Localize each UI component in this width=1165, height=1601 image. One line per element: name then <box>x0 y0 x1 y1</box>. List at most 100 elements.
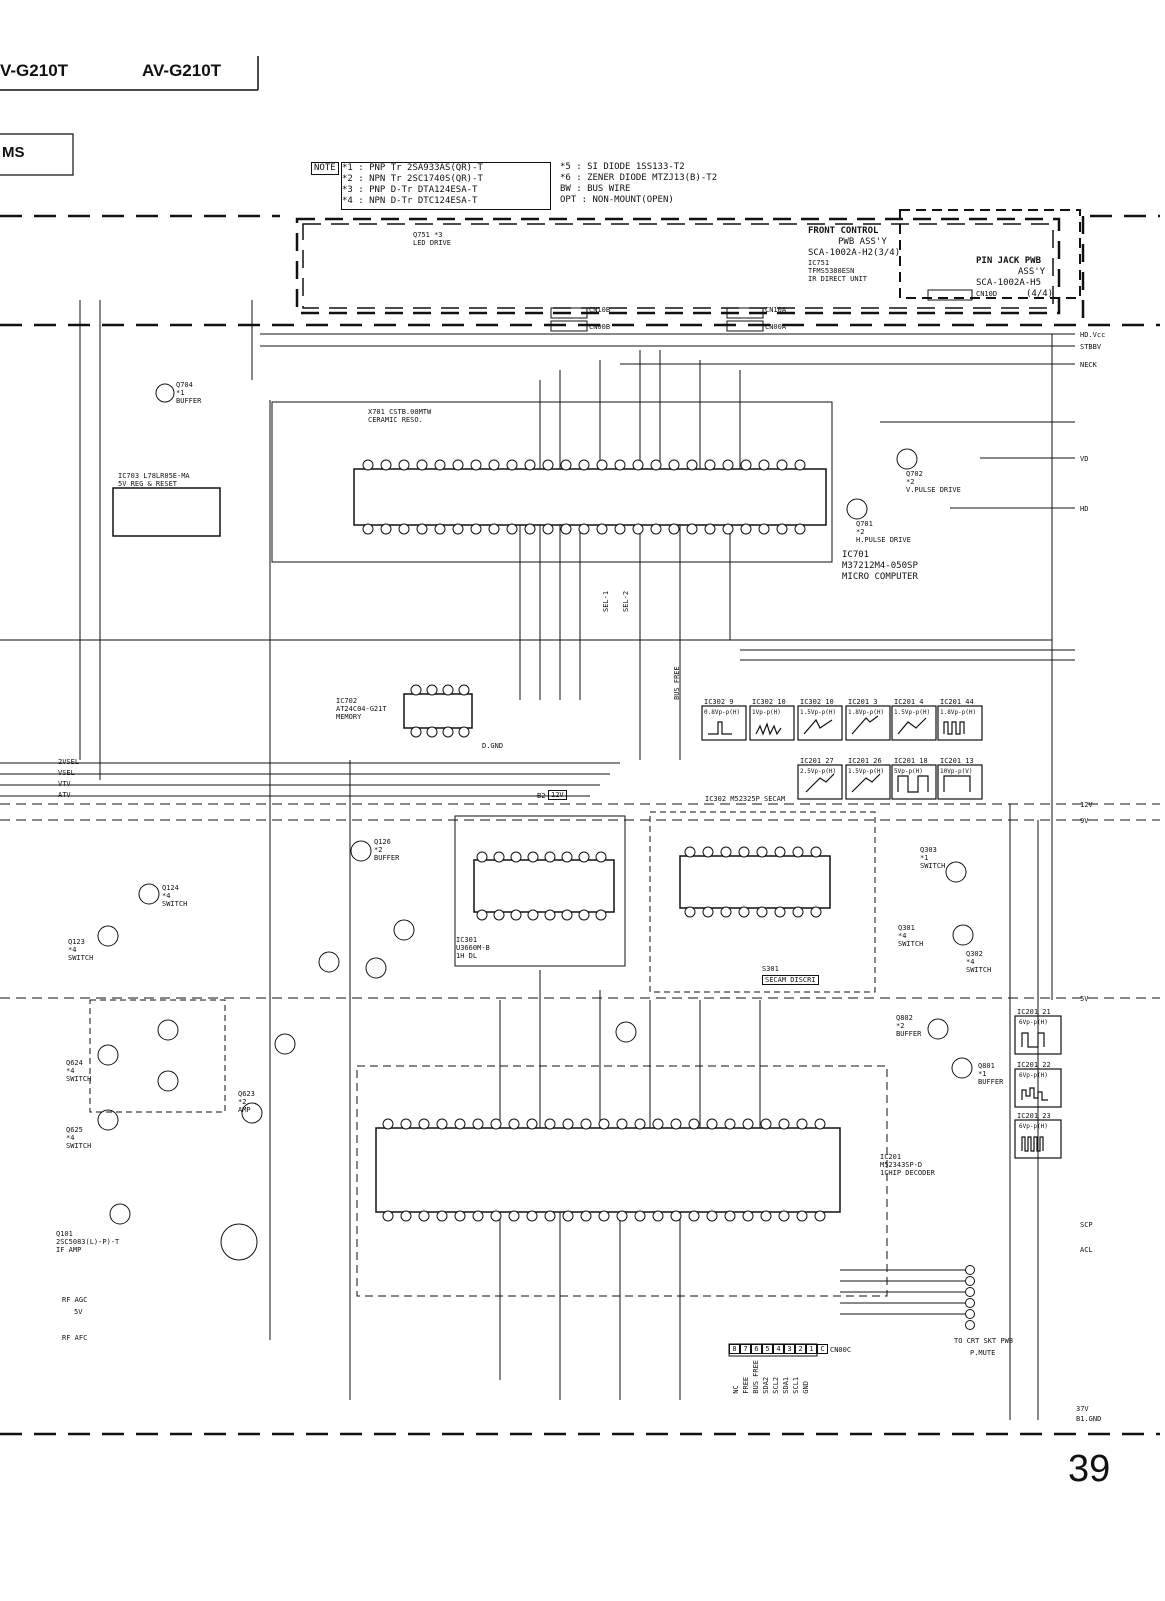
note-line: OPT : NON-MOUNT(OPEN) <box>560 195 674 205</box>
rail-9v: 9V <box>1080 817 1089 825</box>
waveform-vpp: 5Vp-p(H) <box>894 768 923 775</box>
waveform-label: IC201 27 <box>800 757 834 765</box>
waveform-label: IC302 10 <box>752 698 786 706</box>
x701-desc: CERAMIC RESO. <box>368 416 423 424</box>
note-line: *2 : NPN Tr 2SC1740S(QR)-T <box>342 174 483 184</box>
waveform-label: IC201 13 <box>940 757 974 765</box>
waveform-vpp: 10Vp-p(V) <box>940 768 973 775</box>
to-crt-label: TO CRT SKT PWB <box>954 1337 1014 1345</box>
waveform-label: IC201 3 <box>848 698 878 706</box>
sel1-label: SEL-1 <box>602 590 610 612</box>
pin-jack-label: PIN JACK PWB ASS'Y SCA-1002A-H5 (4/4) <box>976 256 1054 299</box>
model-title-right: AV-G210T <box>142 61 222 80</box>
waveform-vpp: 2.5Vp-p(H) <box>800 768 837 775</box>
x701-label: X701 CSTB.00MTW <box>368 408 432 416</box>
v12-label: 12V <box>548 790 567 800</box>
ic702-label: IC702 AT24C04-G21T MEMORY <box>336 697 387 721</box>
ic301-label: IC301 U3660M-B 1H DL <box>456 936 490 960</box>
ic701-label: IC701 M37212M4-050SP MICRO COMPUTER <box>842 550 918 582</box>
waveform-label: IC201 4 <box>894 698 924 706</box>
waveform-label: IC302 10 <box>800 698 834 706</box>
note-line: BW : BUS WIRE <box>560 184 631 194</box>
waveform-vpp: 1.5Vp-p(H) <box>894 709 931 716</box>
model-title-left: V-G210T <box>0 61 69 80</box>
cn00b-label: CN00B <box>589 323 611 331</box>
rail-5v: 5V <box>1080 995 1089 1003</box>
cn00c-pins: 8 7 6 5 4 3 2 1 C <box>729 1344 828 1354</box>
p-mute-label: P.MUTE <box>970 1349 996 1357</box>
cn10a-label: CN10A <box>765 306 787 314</box>
waveform-vpp: 1.5Vp-p(H) <box>848 768 885 775</box>
waveform-label: IC201 18 <box>894 757 928 765</box>
signal-vtv: VTV <box>58 780 71 788</box>
waveform-label: IC201 23 <box>1017 1112 1051 1120</box>
rail-neck: NECK <box>1080 361 1097 369</box>
waveform-vpp: 1.5Vp-p(H) <box>800 709 837 716</box>
note-line: *5 : SI DIODE 1SS133-T2 <box>560 162 685 172</box>
signal-5v: 5V <box>74 1308 83 1316</box>
note-line: *4 : NPN D-Tr DTC124ESA-T <box>342 196 478 206</box>
cn00c-signal-labels: NC FREE BUS FREE SDA2 SCL2 SDA1 SCL1 GND <box>732 1360 810 1394</box>
note-line: *6 : ZENER DIODE MTZJ13(B)-T2 <box>560 173 718 183</box>
signal-2vsel: 2VSEL <box>58 758 80 766</box>
note-line: *1 : PNP Tr 2SA933AS(QR)-T <box>342 163 483 173</box>
rail-b1gnd: B1.GND <box>1076 1415 1102 1423</box>
rail-hd: HD <box>1080 505 1089 513</box>
s301-label: S301 <box>762 965 779 973</box>
cn10d-label: CN10D <box>976 290 998 298</box>
waveform-vpp: 6Vp-p(H) <box>1019 1019 1048 1026</box>
note-label: NOTE <box>311 162 339 175</box>
ic703-label: IC703 L78LR05E-MA 5V REG & RESET <box>118 472 190 488</box>
signal-atv: ATV <box>58 791 71 799</box>
rail-12v: 12V <box>1080 801 1093 809</box>
q751-label: Q751 *3 <box>413 231 443 239</box>
rail-scp: SCP <box>1080 1221 1093 1229</box>
signal-vsel: VSEL <box>58 769 75 777</box>
note-right-box: *5 : SI DIODE 1SS133-T2 *6 : ZENER DIODE… <box>560 162 770 206</box>
waveform-vpp: 1.8Vp-p(H) <box>940 709 977 716</box>
waveform-vpp: 6Vp-p(H) <box>1019 1072 1048 1079</box>
signal-rf-agc: RF AGC <box>62 1296 88 1304</box>
waveform-label: IC201 22 <box>1017 1061 1051 1069</box>
waveform-label: IC302 9 <box>704 698 734 706</box>
rail-stbbv: STBBV <box>1080 343 1102 351</box>
ic201-label: IC201 M52343SP-D 1CHIP DECODER <box>880 1153 935 1177</box>
signal-rf-afc: RF AFC <box>62 1334 88 1342</box>
cn10b-label: CN10B <box>589 306 611 314</box>
dgnd-label: D.GND <box>482 742 504 750</box>
ic302-label: IC302 M52325P SECAM <box>705 795 786 803</box>
led-drive-label: LED DRIVE <box>413 239 451 247</box>
waveform-vpp: 1.8Vp-p(H) <box>848 709 885 716</box>
waveform-label: IC201 21 <box>1017 1008 1051 1016</box>
page-number: 39 <box>1068 1448 1111 1490</box>
waveform-label: IC201 44 <box>940 698 974 706</box>
bus-free-label: BUS FREE <box>673 666 681 700</box>
secam-discri-label: SECAM DISCRI <box>762 975 819 985</box>
sel2-label: SEL-2 <box>622 590 630 612</box>
waveform-vpp: 0.8Vp-p(H) <box>704 709 741 716</box>
cn00a-label: CN00A <box>765 323 787 331</box>
rail-vd: VD <box>1080 455 1089 463</box>
waveform-vpp: 1Vp-p(H) <box>752 709 781 716</box>
rail-acl: ACL <box>1080 1246 1093 1254</box>
front-control-label: FRONT CONTROL PWB ASS'Y SCA-1002A-H2(3/4… <box>808 226 901 283</box>
rail-37v: 37V <box>1076 1405 1089 1413</box>
b2-label: B2 <box>537 792 546 800</box>
cn00c-label: CN00C <box>830 1346 852 1354</box>
